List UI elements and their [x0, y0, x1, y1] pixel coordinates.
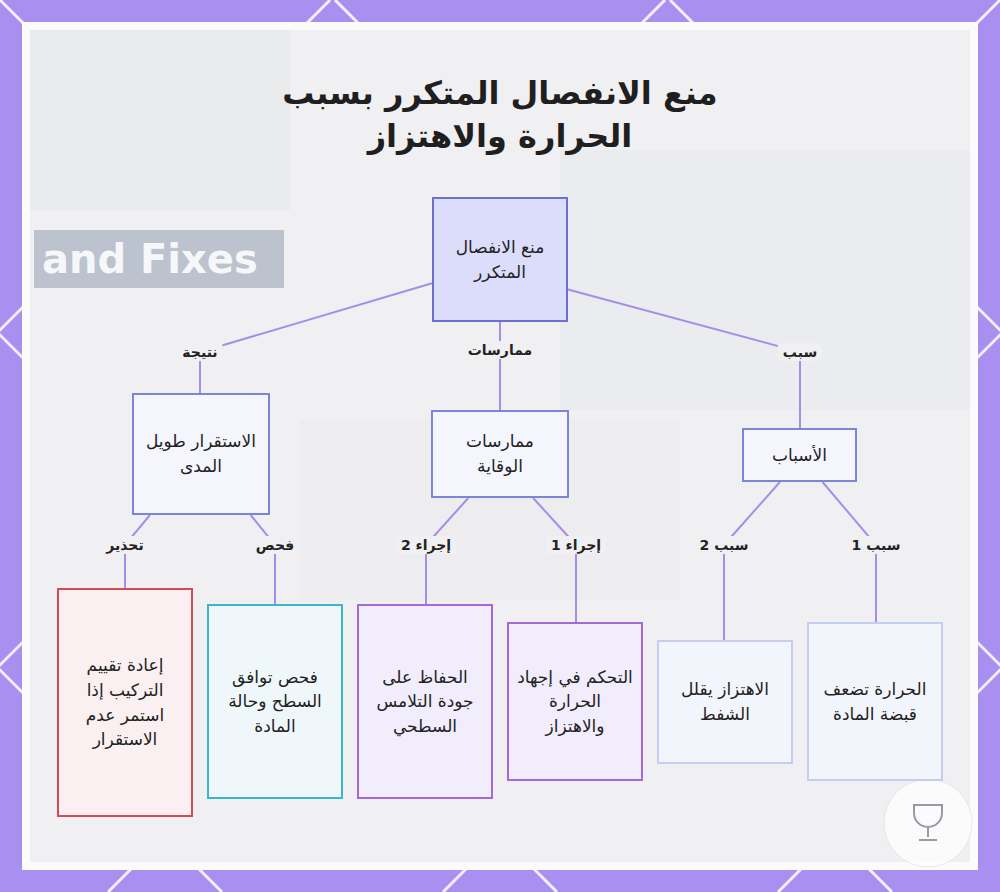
- edge-label: سبب: [778, 343, 822, 361]
- node-content: ممارسات الوقاية: [433, 429, 567, 478]
- blurred-photo: [300, 420, 680, 600]
- edge-label: إجراء 2: [396, 536, 456, 554]
- edge-label: سبب 2: [695, 536, 754, 554]
- watermark-text: and Fixes: [42, 236, 258, 282]
- category-box: ممارسات الوقاية: [431, 410, 569, 498]
- edge-label: فحص: [251, 536, 299, 554]
- node-text: إعادة تقييم التركيب إذا استمر عدم الاستق…: [67, 653, 183, 752]
- cause-box: الحرارة تضعف قبضة المادة: [807, 622, 943, 781]
- connector: [499, 322, 501, 410]
- node-text: الاهتزاز يقلل الشفط: [667, 677, 783, 726]
- edge-label: ممارسات: [463, 341, 537, 359]
- category-box: الأسباب: [742, 428, 857, 482]
- node-text: منع الانفصال المتكرر: [442, 235, 558, 284]
- node-content: منع الانفصال المتكرر: [434, 235, 566, 284]
- action-box: الحفاظ على جودة التلامس السطحي: [357, 604, 493, 799]
- node-content: الاهتزاز يقلل الشفط: [659, 677, 791, 726]
- edge-label: نتيجة: [177, 343, 222, 361]
- trophy-badge: [884, 779, 972, 867]
- node-text: ممارسات الوقاية: [441, 429, 559, 478]
- connector: [568, 290, 800, 429]
- node-content: إعادة تقييم التركيب إذا استمر عدم الاستق…: [59, 653, 191, 752]
- node-content: الأسباب: [744, 443, 855, 468]
- node-text: فحص توافق السطح وحالة المادة: [217, 665, 333, 739]
- connector: [251, 515, 275, 604]
- connector: [724, 482, 780, 640]
- panel: [30, 30, 970, 862]
- node-content: الحرارة تضعف قبضة المادة: [809, 677, 941, 726]
- node-content: الاستقرار طويل المدى: [134, 429, 268, 478]
- edge-label: سبب 1: [847, 536, 906, 554]
- node-content: التحكم في إجهاد الحرارة والاهتزاز: [509, 665, 641, 739]
- warning-box: إعادة تقييم التركيب إذا استمر عدم الاستق…: [57, 588, 193, 817]
- edge-label: إجراء 1: [546, 536, 606, 554]
- blurred-photo: [30, 30, 290, 210]
- badge-circle: [884, 779, 972, 867]
- connector: [200, 283, 432, 393]
- node-content: الحفاظ على جودة التلامس السطحي: [359, 665, 491, 739]
- trophy-base: [919, 827, 937, 840]
- connector: [533, 498, 576, 622]
- diagram-title: منع الانفصال المتكرر بسبب الحرارة والاهت…: [265, 72, 735, 158]
- watermark-box: and Fixes: [34, 230, 284, 288]
- node-content: فحص توافق السطح وحالة المادة: [209, 665, 341, 739]
- node-text: التحكم في إجهاد الحرارة والاهتزاز: [517, 665, 633, 739]
- root-box: منع الانفصال المتكرر: [432, 197, 568, 322]
- node-text: الأسباب: [752, 443, 847, 468]
- node-text: الاستقرار طويل المدى: [142, 429, 260, 478]
- title-wrap: منع الانفصال المتكرر بسبب الحرارة والاهت…: [0, 72, 1000, 158]
- node-text: الحفاظ على جودة التلامس السطحي: [367, 665, 483, 739]
- edge-label: تحذير: [101, 536, 148, 554]
- action-box: التحكم في إجهاد الحرارة والاهتزاز: [507, 622, 643, 781]
- check-box: فحص توافق السطح وحالة المادة: [207, 604, 343, 799]
- node-text: الحرارة تضعف قبضة المادة: [817, 677, 933, 726]
- cause-box: الاهتزاز يقلل الشفط: [657, 640, 793, 764]
- blurred-photo: [560, 150, 970, 410]
- panel-border: [22, 22, 978, 870]
- trophy-cup: [914, 805, 942, 827]
- category-box: الاستقرار طويل المدى: [132, 393, 270, 515]
